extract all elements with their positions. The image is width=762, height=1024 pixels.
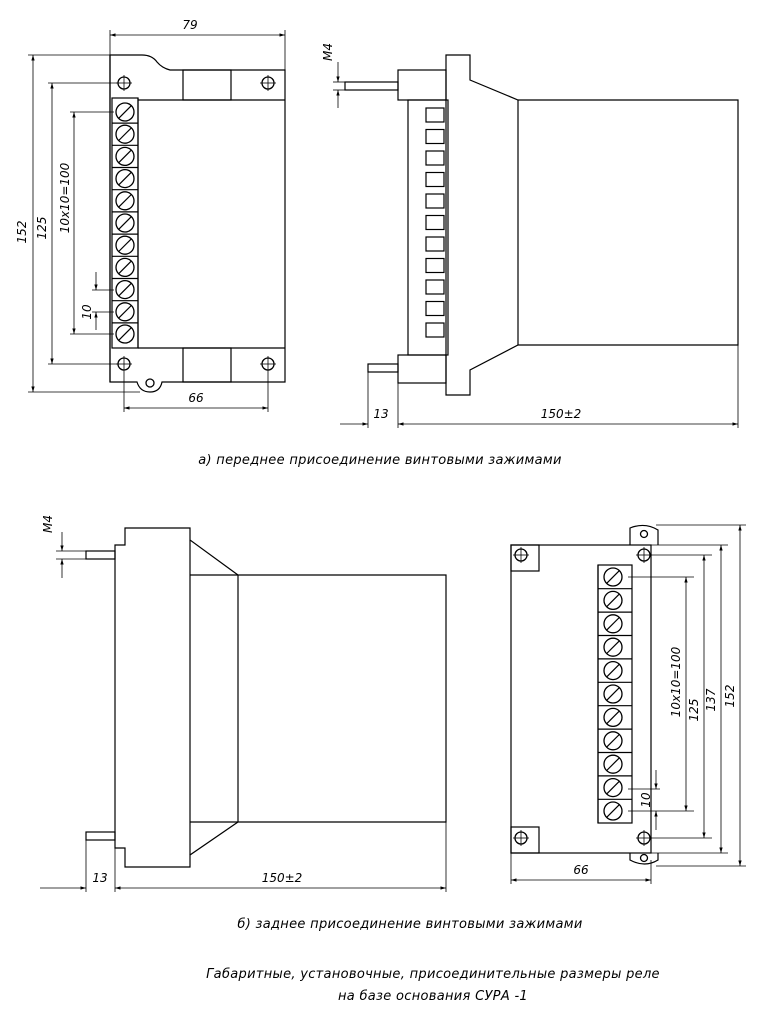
terminal-cell [425,193,445,209]
dim-pitch-10: 10 [80,304,94,320]
caption-b: б) заднее присоединение винтовыми зажима… [237,917,582,932]
dim-width-79: 79 [182,18,197,32]
dim-depth-150: 150±2 [541,407,582,421]
dim-pitch-10-b: 10 [639,792,653,808]
relay-front-body [109,54,286,393]
stud-bottom-b [85,831,116,841]
terminal-cell [425,214,445,231]
dim-depth-150-b: 150±2 [262,871,303,885]
dim-mount-125-b: 125 [687,699,701,722]
terminal-cell [425,322,445,338]
stud-top [344,81,399,91]
relay-side-body-b [114,527,447,868]
dim-thread-m4: M4 [321,43,335,61]
terminal-cell [425,236,445,252]
relay-back-body [510,544,652,854]
terminal-block-cells [425,107,445,338]
dim-height-152-b: 152 [723,685,737,708]
relay-side-body [445,54,739,396]
mount-hole-icon [116,75,276,388]
terminal-cell [425,257,445,274]
dim-height-125: 125 [35,217,49,240]
dim-width-66-b: 66 [573,863,589,877]
stud-top-b [85,550,116,560]
terminal-cell [425,171,445,188]
dim-stud-13-b: 13 [92,871,107,885]
view-a-front: 79 152 125 10x10=100 10 66 [15,18,286,412]
view-a-side: M4 13 150±2 [321,43,739,428]
dim-height-152: 152 [15,221,29,244]
title-line-1: Габаритные, установочные, присоединитель… [206,967,660,982]
dim-stud-13: 13 [373,407,388,421]
terminal-cell [425,150,445,166]
terminal-cell [425,128,445,145]
dim-pitch-total-b: 10x10=100 [669,646,683,717]
view-b-side: M4 13 150±2 [40,515,447,892]
terminal-cell [425,107,445,123]
dim-mid-137-b: 137 [704,688,718,711]
screw-terminal-icon [112,102,138,344]
title-line-2: на базе основания СУРА -1 [338,989,528,1004]
terminal-cell [425,300,445,317]
screw-terminal-icon [598,567,632,821]
mount-hole-icon [513,529,652,863]
dim-thread-m4-b: M4 [41,515,55,533]
view-b-back: 10x10=100 125 137 152 10 66 [510,524,746,884]
caption-a: а) переднее присоединение винтовыми зажи… [198,453,562,468]
stud-bottom [367,363,399,373]
terminal-cell [425,279,445,295]
dim-mount-width-66: 66 [188,391,204,405]
dim-pitch-total: 10x10=100 [58,162,72,233]
